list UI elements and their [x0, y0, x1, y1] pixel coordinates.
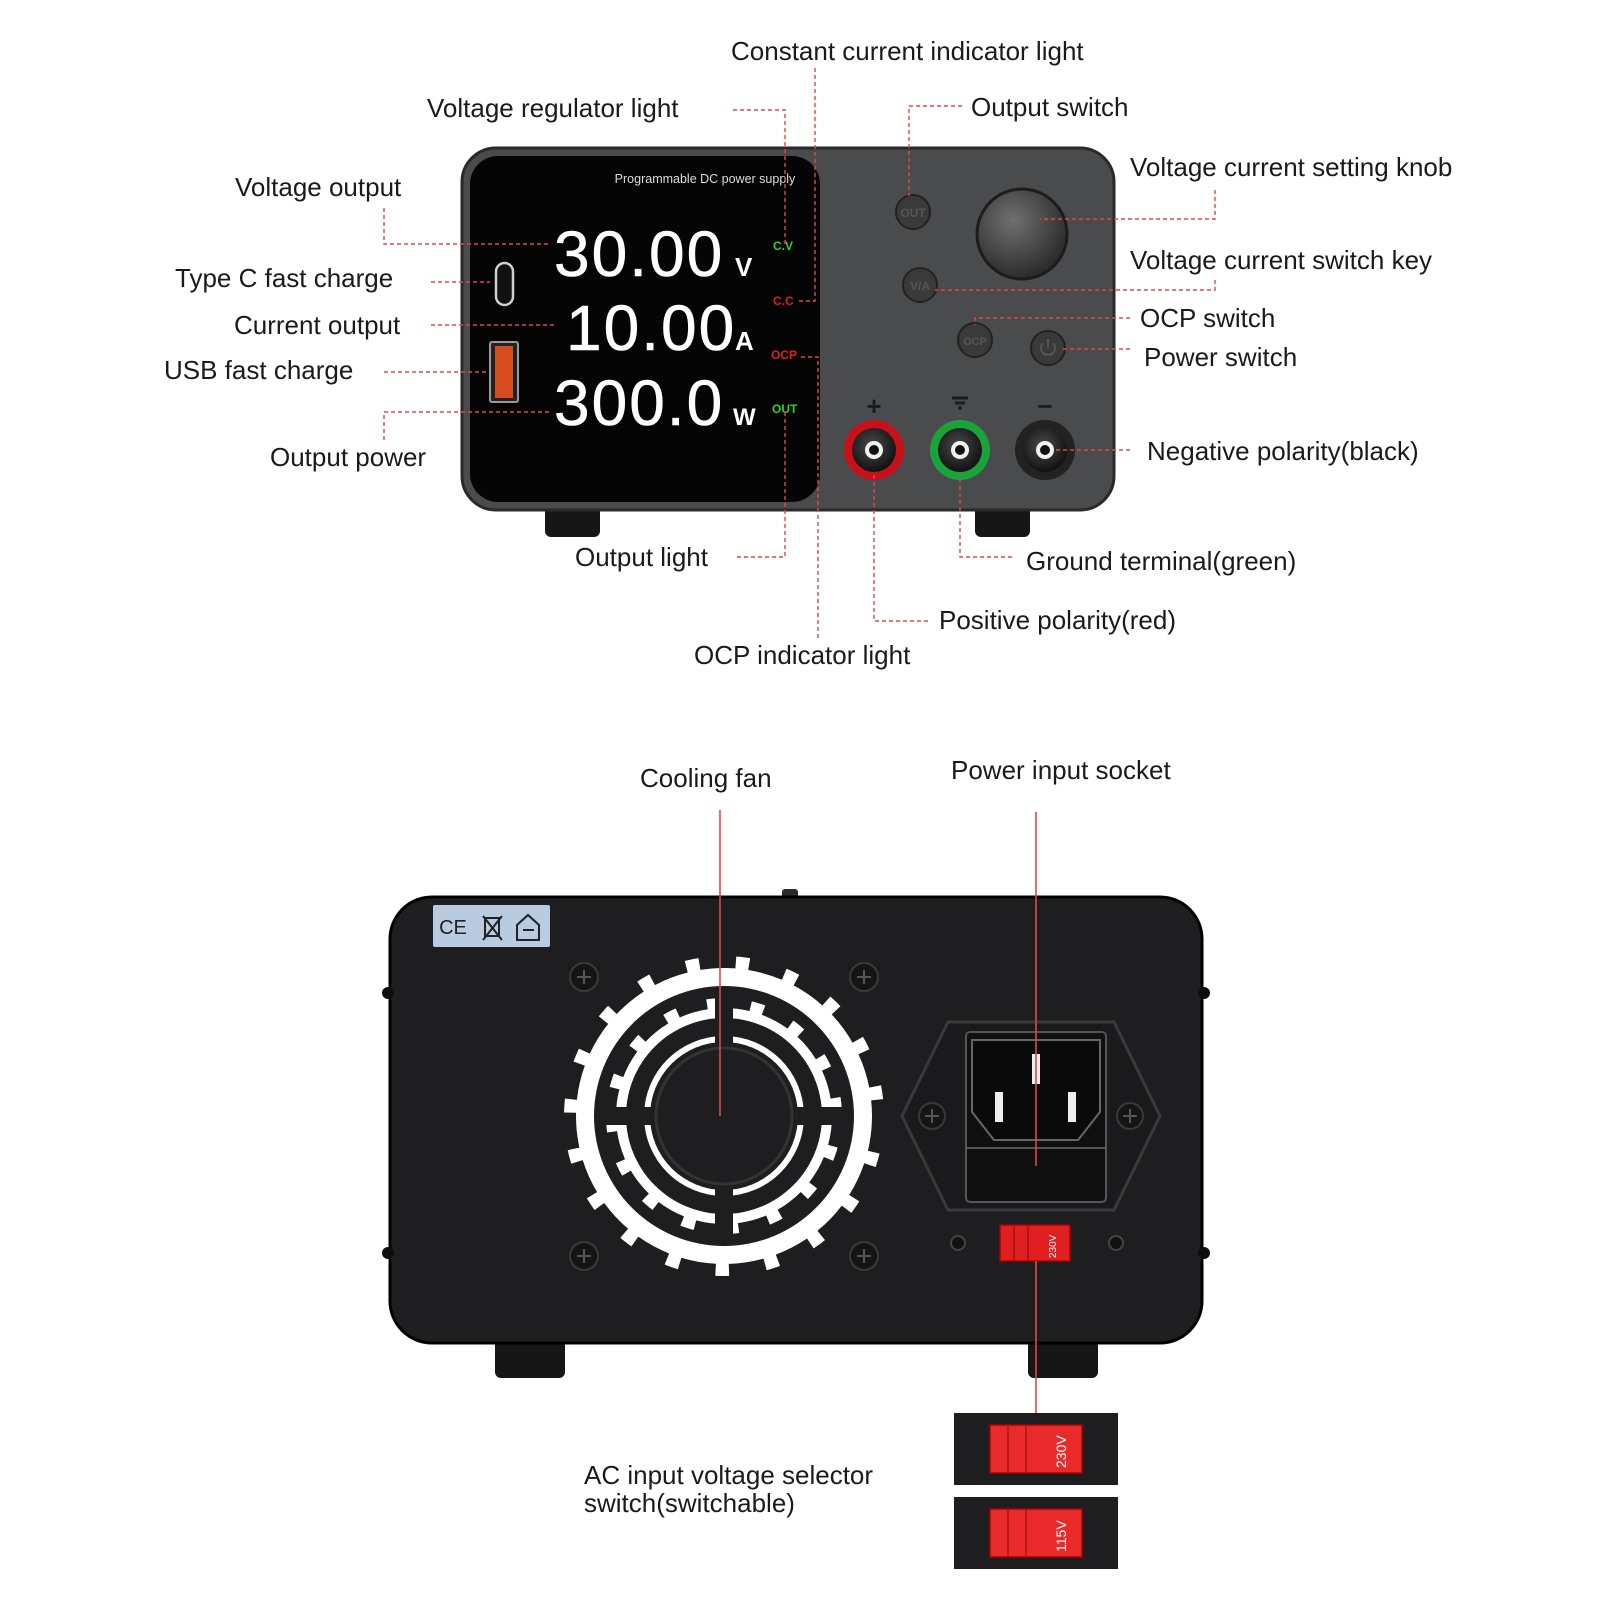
label-ocp-indicator: OCP indicator light — [694, 640, 911, 670]
label-ocp-switch: OCP switch — [1140, 303, 1276, 333]
label-current-output: Current output — [234, 310, 401, 340]
current-readout: 10.00 — [566, 292, 736, 364]
voltage-selector-switch[interactable]: 230V — [999, 1224, 1071, 1262]
power-button[interactable] — [1030, 330, 1066, 366]
label-voltage-selector: AC input voltage selector switch(switcha… — [584, 1460, 874, 1518]
label-voltage-output: Voltage output — [235, 172, 402, 202]
out-indicator: OUT — [772, 402, 798, 416]
switch-value-main: 230V — [1048, 1234, 1059, 1258]
label-power-input-socket: Power input socket — [951, 755, 1171, 785]
label-type-c: Type C fast charge — [175, 263, 394, 293]
power-icon — [1040, 342, 1056, 356]
label-usb-fast-charge: USB fast charge — [164, 355, 354, 385]
negative-sign: − — [1037, 391, 1052, 421]
weee-bin-icon — [482, 915, 503, 941]
label-cooling-fan: Cooling fan — [640, 763, 772, 793]
front-leader-lines — [383, 68, 1216, 638]
ocp-button-label: OCP — [963, 336, 987, 348]
cv-indicator: C.V — [773, 239, 793, 253]
usb-port-insert — [495, 346, 513, 398]
va-button[interactable]: V/A — [902, 267, 938, 303]
va-button-label: V/A — [910, 279, 930, 293]
out-button[interactable]: OUT — [895, 194, 931, 230]
label-constant-current-indicator: Constant current indicator light — [731, 36, 1084, 66]
display-panel — [470, 156, 820, 502]
switch-value-115v: 115V — [1053, 1520, 1069, 1552]
label-switch-key: Voltage current switch key — [1130, 245, 1433, 275]
fan-screw-crosses — [577, 970, 871, 1263]
label-negative-polarity: Negative polarity(black) — [1147, 436, 1419, 466]
label-output-power: Output power — [270, 442, 427, 472]
cooling-fan — [552, 944, 896, 1288]
positive-sign: + — [866, 391, 881, 421]
label-voltage-regulator-light: Voltage regulator light — [427, 93, 679, 123]
ground-sign-icon — [952, 396, 968, 410]
ground-terminal[interactable] — [930, 420, 990, 480]
ocp-indicator: OCP — [771, 348, 797, 362]
front-panel: Programmable DC power supply 30.00 V 10.… — [460, 146, 1116, 537]
back-leader-lines — [719, 810, 1037, 1413]
label-power-switch: Power switch — [1144, 342, 1298, 372]
power-readout: 300.0 — [554, 367, 724, 439]
device-title: Programmable DC power supply — [615, 172, 796, 186]
indoor-use-icon — [516, 913, 540, 941]
type-c-port — [494, 261, 515, 307]
label-setting-knob: Voltage current setting knob — [1130, 152, 1453, 182]
label-output-light: Output light — [575, 542, 708, 572]
cc-indicator: C.C — [773, 294, 794, 308]
out-button-label: OUT — [900, 206, 926, 220]
switch-option-115v: 115V — [954, 1497, 1118, 1569]
setting-knob[interactable] — [975, 187, 1069, 281]
label-ground-terminal: Ground terminal(green) — [1026, 546, 1297, 576]
label-output-switch: Output switch — [971, 92, 1129, 122]
current-unit: A — [735, 326, 754, 356]
label-positive-polarity: Positive polarity(red) — [939, 605, 1176, 635]
negative-terminal[interactable] — [1015, 420, 1075, 480]
ocp-button[interactable]: OCP — [957, 322, 993, 358]
ce-mark: CE — [439, 917, 467, 939]
back-panel: CE — [382, 889, 1210, 1378]
voltage-unit: V — [735, 252, 753, 282]
power-unit: W — [733, 404, 756, 431]
switch-option-230v: 230V — [954, 1413, 1118, 1485]
positive-terminal[interactable] — [844, 420, 904, 480]
switch-value-230v: 230V — [1053, 1435, 1069, 1468]
voltage-readout: 30.00 — [554, 218, 724, 290]
